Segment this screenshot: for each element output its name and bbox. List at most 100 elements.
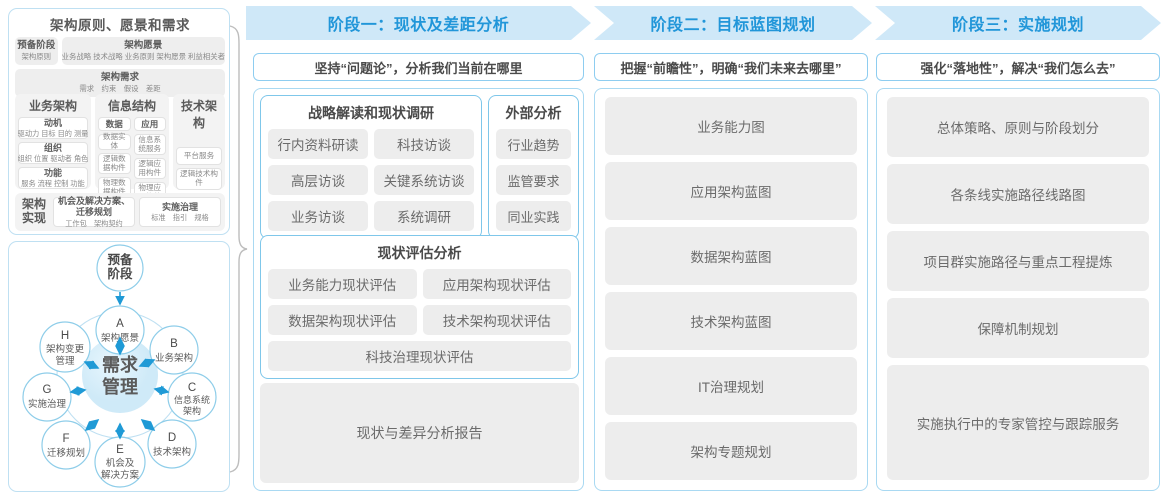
adm-center-circle — [82, 337, 158, 413]
phase2-item-2[interactable]: 数据架构蓝图 — [605, 227, 857, 285]
togaf-box-prep: 预备阶段 架构原则 — [15, 37, 58, 65]
evaluation-chip-0-0[interactable]: 业务能力现状评估 — [268, 269, 417, 299]
adm-arrow-f — [84, 418, 100, 432]
togaf-biz-function: 功能 服务 流程 控制 功能 — [18, 167, 88, 189]
phase2-item-0[interactable]: 业务能力图 — [605, 97, 857, 155]
adm-arrow-h — [83, 360, 100, 370]
adm-node-c-label1: 信息系统 — [174, 394, 210, 405]
togaf-col-information-structure: 信息结构 数据 数据实体 逻辑数据构件 物理数据构件 — [95, 94, 169, 203]
evaluation-row-2: 科技治理现状评估 — [268, 341, 571, 371]
strategy-research-card: 战略解读和现状调研 行内资料研读 科技访谈 高层访谈 关键系统访谈 业务访谈 系… — [260, 95, 482, 239]
external-row-2: 同业实践 — [496, 201, 571, 231]
phase-header-3[interactable]: 阶段三：实施规划 — [875, 6, 1161, 40]
togaf-info-app-item-1: 逻辑应用构件 — [133, 158, 166, 179]
phase-3-column: 总体策略、原则与阶段划分 各条线实施路径线路图 项目群实施路径与重点工程提炼 保… — [876, 88, 1160, 491]
adm-node-f — [41, 420, 91, 470]
external-chip-1[interactable]: 监管要求 — [496, 165, 571, 195]
external-chip-0[interactable]: 行业趋势 — [496, 129, 571, 159]
adm-node-b-label: 业务架构 — [155, 352, 193, 364]
togaf-info-app-group: 应用 信息系统服务 逻辑应用构件 物理应用构件 — [133, 117, 166, 203]
phase3-item-2[interactable]: 项目群实施路径与重点工程提炼 — [887, 231, 1149, 291]
togaf-box-vision-sub: 业务战略 技术战略 业务原则 架构愿景 利益相关者 — [61, 52, 225, 62]
phase-header-2[interactable]: 阶段二：目标蓝图规划 — [594, 6, 872, 40]
gap-analysis-report-chip[interactable]: 现状与差异分析报告 — [260, 383, 579, 483]
togaf-info-app-item-0: 信息系统服务 — [133, 134, 166, 155]
phase3-item-4[interactable]: 实施执行中的专家管控与跟踪服务 — [887, 365, 1149, 480]
togaf-info-data-head: 数据 — [98, 117, 131, 131]
adm-node-c — [167, 372, 217, 422]
evaluation-row-1: 数据架构现状评估 技术架构现状评估 — [268, 305, 571, 335]
external-chip-2[interactable]: 同业实践 — [496, 201, 571, 231]
togaf-col-technology-architecture: 技术架构 平台服务 逻辑技术构件 物理技术构件 — [173, 94, 225, 215]
togaf-col-business-architecture: 业务架构 动机 驱动力 目标 目的 测量 组织 组织 位置 驱动者 角色 功能 … — [15, 94, 91, 189]
togaf-architecture-columns: 业务架构 动机 驱动力 目标 目的 测量 组织 组织 位置 驱动者 角色 功能 … — [15, 94, 225, 215]
adm-node-e-label1: 机会及 — [106, 457, 135, 469]
strategy-chip-1-0[interactable]: 高层访谈 — [268, 165, 368, 195]
phase-subtitle-2-label: 把握“前瞻性”，明确“我们未来去哪里” — [620, 60, 842, 76]
phase-subtitle-1: 坚持“问题论”，分析我们当前在哪里 — [253, 53, 584, 81]
adm-node-prep — [96, 244, 144, 292]
evaluation-chip-2-0[interactable]: 科技治理现状评估 — [268, 341, 571, 371]
adm-node-prep-line1: 预备 — [107, 252, 133, 267]
adm-node-g-label: 实施治理 — [28, 398, 67, 410]
togaf-content-framework-panel: 架构原则、愿景和需求 预备阶段 架构原则 架构愿景 业务战略 技术战略 业务原则… — [8, 8, 230, 235]
togaf-info-data-item-0: 数据实体 — [98, 132, 131, 150]
adm-node-d — [147, 419, 197, 469]
evaluation-row-0: 业务能力现状评估 应用架构现状评估 — [268, 269, 571, 299]
adm-node-f-letter: F — [62, 433, 69, 445]
evaluation-chip-1-0[interactable]: 数据架构现状评估 — [268, 305, 417, 335]
current-state-evaluation-title: 现状评估分析 — [377, 245, 462, 261]
togaf-box-vision: 架构愿景 业务战略 技术战略 业务原则 架构愿景 利益相关者 — [61, 37, 225, 65]
left-reference-column: 架构原则、愿景和需求 预备阶段 架构原则 架构愿景 业务战略 技术战略 业务原则… — [8, 8, 230, 492]
strategy-chip-2-1[interactable]: 系统调研 — [374, 201, 474, 231]
phase-1-column: 战略解读和现状调研 行内资料研读 科技访谈 高层访谈 关键系统访谈 业务访谈 系… — [253, 88, 584, 491]
togaf-tech-item-1: 逻辑技术构件 — [176, 168, 222, 190]
phase-subtitle-2: 把握“前瞻性”，明确“我们未来去哪里” — [594, 53, 868, 81]
strategy-row-2: 业务访谈 系统调研 — [268, 201, 474, 231]
adm-node-e-label2: 解决方案 — [101, 469, 140, 481]
togaf-box-requirements-head: 架构需求 — [100, 72, 139, 84]
phase3-item-3[interactable]: 保障机制规划 — [887, 298, 1149, 358]
phase2-item-5[interactable]: 架构专题规划 — [605, 422, 857, 480]
external-row-0: 行业趋势 — [496, 129, 571, 159]
adm-center-line1: 需求 — [102, 354, 139, 375]
togaf-realization-row: 架构实现 机会及解决方案、迁移规划 工作包 架构契约 实施治理 标准 指引 规格 — [15, 193, 225, 231]
evaluation-chip-0-1[interactable]: 应用架构现状评估 — [422, 269, 571, 299]
togaf-box-requirements: 架构需求 需求 约束 假设 差距 — [15, 69, 225, 97]
strategy-chip-0-1[interactable]: 科技访谈 — [374, 129, 474, 159]
strategy-chip-2-0[interactable]: 业务访谈 — [268, 201, 368, 231]
phase2-item-1[interactable]: 应用架构蓝图 — [605, 162, 857, 220]
togaf-realization-label: 架构实现 — [21, 197, 46, 225]
togaf-biz-organization: 组织 组织 位置 驱动者 角色 — [17, 142, 89, 164]
phase-header-1[interactable]: 阶段一：现状及差距分析 — [246, 6, 591, 40]
togaf-realize-box-1: 实施治理 标准 指引 规格 — [139, 197, 221, 227]
strategy-chip-1-1[interactable]: 关键系统访谈 — [374, 165, 474, 195]
togaf-top-region: 架构原则、愿景和需求 预备阶段 架构原则 架构愿景 业务战略 技术战略 业务原则… — [15, 14, 225, 97]
togaf-tech-item-0: 平台服务 — [176, 147, 222, 165]
togaf-col-tech-title: 技术架构 — [180, 99, 217, 130]
brace-connector-icon — [229, 25, 248, 473]
phase2-item-4[interactable]: IT治理规划 — [605, 357, 857, 415]
strategy-research-title: 战略解读和现状调研 — [308, 105, 434, 121]
adm-node-c-label2: 架构 — [183, 405, 201, 416]
strategy-chip-0-0[interactable]: 行内资料研读 — [268, 129, 368, 159]
togaf-box-vision-head: 架构愿景 — [124, 40, 163, 52]
phase2-item-3[interactable]: 技术架构蓝图 — [605, 292, 857, 350]
adm-node-e-letter: E — [116, 444, 124, 456]
adm-node-f-label: 迁移规划 — [47, 447, 85, 459]
adm-node-g — [22, 372, 72, 422]
external-row-1: 监管要求 — [496, 165, 571, 195]
external-analysis-title: 外部分析 — [505, 105, 562, 121]
togaf-realize-box-0: 机会及解决方案、迁移规划 工作包 架构契约 — [53, 196, 135, 228]
adm-node-b-letter: B — [170, 338, 178, 350]
evaluation-chip-1-1[interactable]: 技术架构现状评估 — [422, 305, 571, 335]
phase-header-2-label: 阶段二：目标蓝图规划 — [650, 17, 816, 34]
togaf-info-data-group: 数据 数据实体 逻辑数据构件 物理数据构件 — [98, 117, 131, 203]
phase-2-column: 业务能力图 应用架构蓝图 数据架构蓝图 技术架构蓝图 IT治理规划 架构专题规划 — [594, 88, 868, 491]
phase3-item-0[interactable]: 总体策略、原则与阶段划分 — [887, 97, 1149, 157]
phase3-item-1[interactable]: 各条线实施路径线路图 — [887, 164, 1149, 224]
phase-subtitle-1-label: 坚持“问题论”，分析我们当前在哪里 — [314, 60, 523, 76]
togaf-box-requirements-sub: 需求 约束 假设 差距 — [79, 84, 161, 94]
togaf-box-prep-head: 预备阶段 — [17, 40, 56, 52]
adm-cycle-diagram: 预备 阶段 需求 管理 A 架构愿景 B 业务架构 C 信息系统 架构 — [22, 244, 217, 488]
